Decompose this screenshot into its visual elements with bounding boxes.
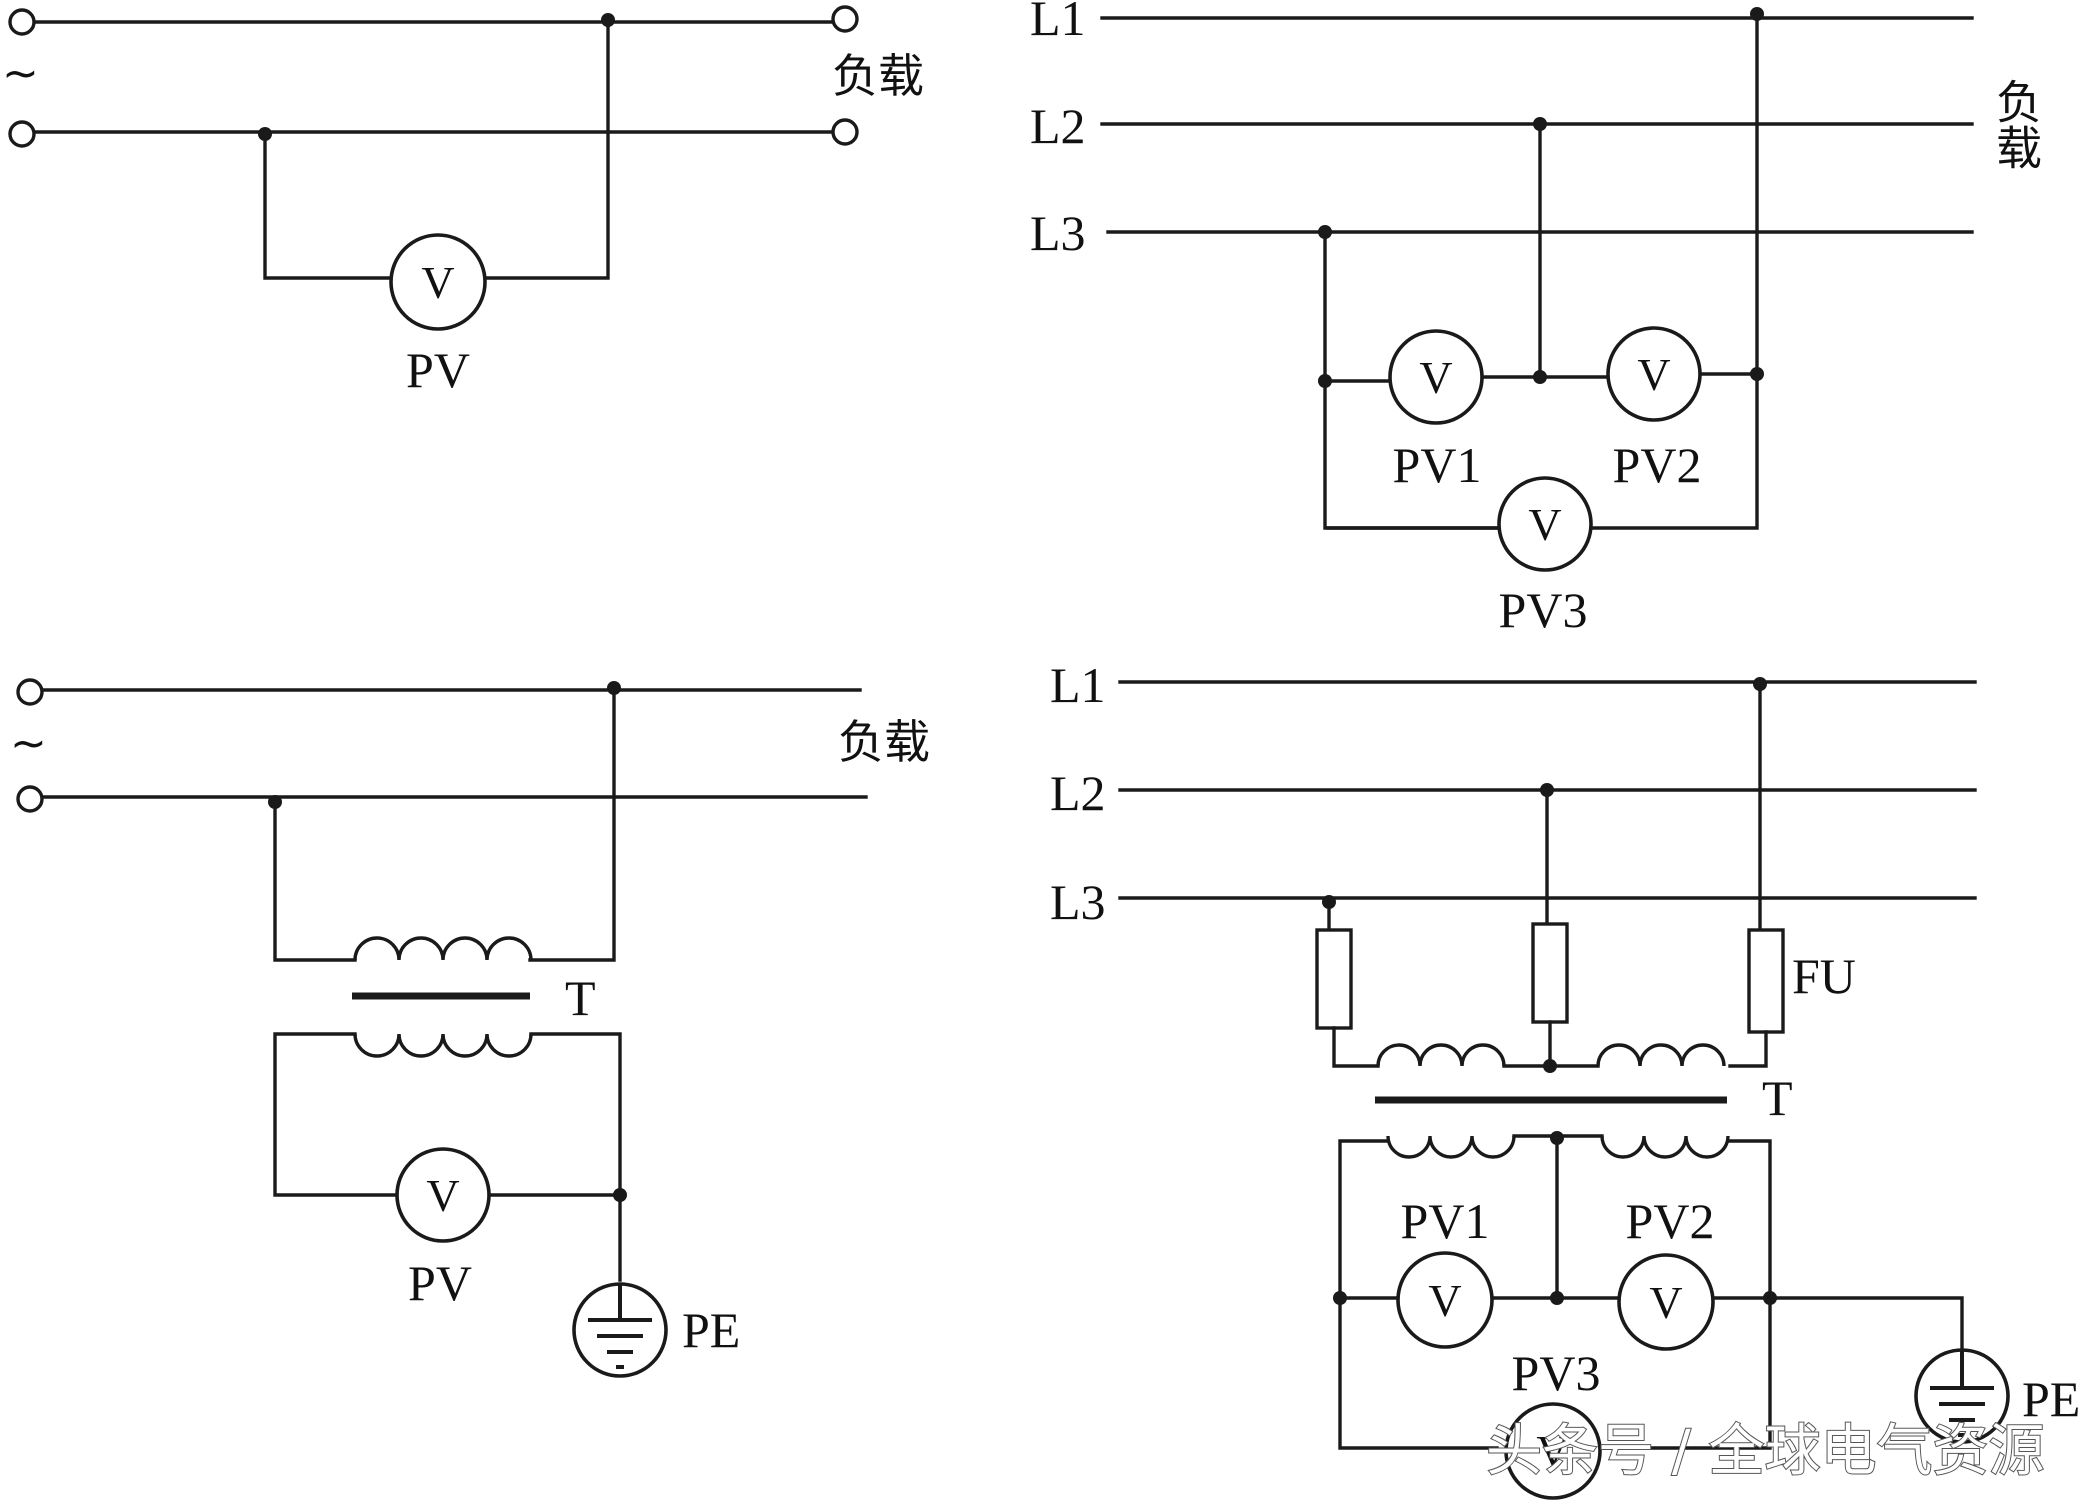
transformer-label: T xyxy=(565,970,596,1026)
voltmeter-pv3 xyxy=(1497,476,1593,572)
voltmeter-letter: V xyxy=(1536,1426,1569,1477)
meter-label-pv1: PV1 xyxy=(1393,437,1482,493)
meter-label-pv: PV xyxy=(408,1255,472,1311)
terminal-top-left xyxy=(8,8,36,36)
terminal-top-left xyxy=(16,678,44,706)
phase-label-l3: L3 xyxy=(1050,874,1106,930)
voltmeter-pv xyxy=(389,233,487,331)
voltmeter-letter: V xyxy=(421,257,454,308)
ac-source-symbol: ~ xyxy=(2,48,39,99)
meter-label-pv2: PV2 xyxy=(1626,1193,1715,1249)
meter-label-pv3: PV3 xyxy=(1512,1345,1601,1401)
voltmeter-letter: V xyxy=(1428,1275,1461,1326)
single-phase-direct-circuit: V PV ~ 负载 xyxy=(2,5,924,398)
meter-label-pv1: PV1 xyxy=(1401,1193,1490,1249)
terminal-bottom-left xyxy=(16,785,44,813)
voltmeter-pv2 xyxy=(1606,326,1702,422)
voltmeter-letter: V xyxy=(1419,352,1452,403)
voltmeter-letter: V xyxy=(1528,499,1561,550)
voltmeter-pv1 xyxy=(1396,1251,1494,1349)
load-label: 负载 xyxy=(832,49,924,103)
fuse-label: FU xyxy=(1792,948,1856,1004)
voltmeter-letter: V xyxy=(1637,349,1670,400)
voltmeter-letter: V xyxy=(426,1170,459,1221)
terminal-bottom-left xyxy=(8,120,36,148)
fuse-l3 xyxy=(1315,928,1353,1030)
fuse-l2 xyxy=(1531,922,1569,1024)
three-phase-direct-circuit: L1 L2 L3 V V V PV1 PV2 PV3 负载 xyxy=(1030,0,2043,638)
phase-label-l1: L1 xyxy=(1050,657,1106,713)
transformer-secondary-coil xyxy=(353,1033,533,1058)
meter-label-pv3: PV3 xyxy=(1499,582,1588,638)
transformer-primary-coil xyxy=(1596,1043,1726,1067)
terminal-top-right xyxy=(831,5,859,33)
meter-label-pv: PV xyxy=(406,342,470,398)
transformer-secondary-coil xyxy=(1386,1135,1516,1159)
load-label: 负载 xyxy=(838,715,930,769)
voltmeter-letter: V xyxy=(1649,1277,1682,1328)
phase-label-l2: L2 xyxy=(1030,98,1086,154)
transformer-primary-coil xyxy=(353,936,533,961)
transformer-primary-coil xyxy=(1376,1043,1506,1067)
ground-icon xyxy=(1914,1348,2010,1444)
single-phase-pt-circuit: ~ 负载 T V PV PE xyxy=(10,678,930,1378)
meter-label-pv2: PV2 xyxy=(1613,437,1702,493)
transformer-secondary-coil xyxy=(1600,1135,1730,1159)
voltmeter-pv2 xyxy=(1617,1253,1715,1351)
voltmeter-pv xyxy=(395,1147,491,1243)
ac-source-symbol: ~ xyxy=(10,718,47,769)
fuse-l1 xyxy=(1747,928,1785,1034)
ground-icon xyxy=(572,1282,668,1378)
phase-label-l3: L3 xyxy=(1030,205,1086,261)
voltmeter-pv3 xyxy=(1504,1402,1602,1500)
transformer-label: T xyxy=(1762,1070,1793,1126)
phase-label-l1: L1 xyxy=(1030,0,1086,46)
load-label: 负载 xyxy=(1989,78,2043,170)
ground-label-pe: PE xyxy=(2022,1371,2080,1427)
watermark: 头条号 / 全球电气资源 xyxy=(1486,1419,2044,1484)
ground-label-pe: PE xyxy=(682,1302,740,1358)
three-phase-pt-circuit: L1 L2 L3 FU T xyxy=(1050,657,2080,1500)
phase-label-l2: L2 xyxy=(1050,765,1106,821)
voltmeter-pv1 xyxy=(1388,329,1484,425)
terminal-bottom-right xyxy=(831,118,859,146)
